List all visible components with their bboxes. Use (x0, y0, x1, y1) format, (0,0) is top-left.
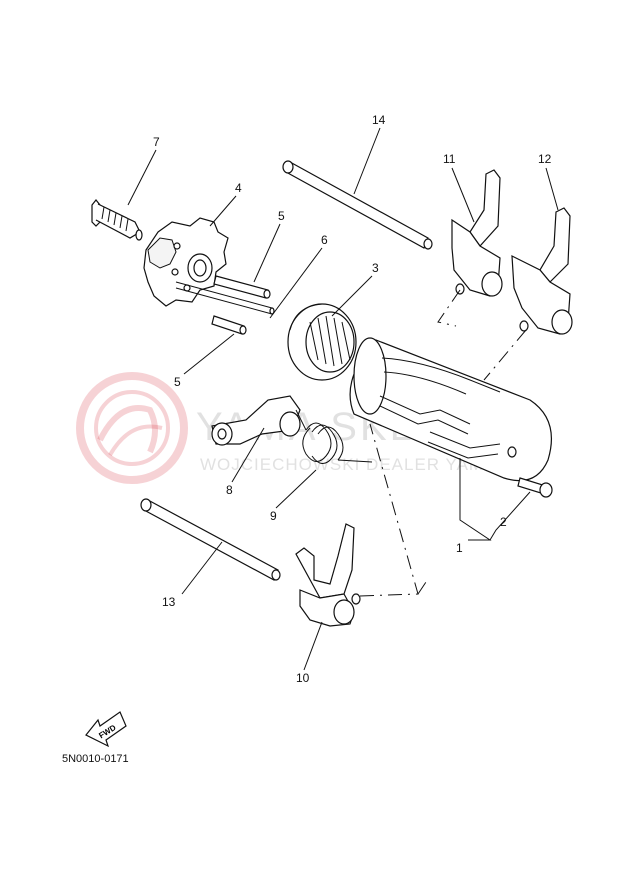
part-9-torsion-spring (295, 409, 373, 464)
drawing-code: 5N0010-0171 (62, 753, 129, 765)
part-8-stopper-lever (211, 395, 301, 446)
label-part-14: 14 (372, 113, 386, 127)
watermark-line-2: WOJCIECHOWSKI DEALER YAMAHA (200, 455, 522, 474)
part-5-pin-lower (211, 315, 247, 335)
part-numbers: 7 4 5 6 3 5 14 11 12 8 9 13 10 1 2 (153, 113, 552, 685)
label-part-6: 6 (321, 233, 328, 247)
leader-lines (127, 127, 559, 671)
part-10-shift-fork (295, 523, 361, 627)
label-part-3: 3 (372, 261, 379, 275)
label-part-12: 12 (538, 152, 552, 166)
part-4-segment-plate (143, 217, 229, 307)
label-part-8: 8 (226, 483, 233, 497)
label-part-5-lower: 5 (174, 375, 181, 389)
label-part-13: 13 (162, 595, 176, 609)
part-13-guide-bar (140, 498, 281, 581)
fwd-arrow-icon: FWD (85, 711, 127, 748)
part-14-guide-bar (282, 160, 433, 250)
assembly-center-lines (359, 289, 527, 597)
label-part-10: 10 (296, 671, 310, 685)
label-part-2: 2 (500, 515, 507, 529)
label-part-7: 7 (153, 135, 160, 149)
part-3-bearing (287, 303, 357, 381)
part-1-shift-drum (349, 337, 552, 482)
label-part-4: 4 (235, 181, 242, 195)
part-5-pin-upper (213, 275, 271, 299)
part-7-bolt (91, 199, 143, 241)
part-2-pin (517, 477, 553, 498)
part-6-pin (175, 281, 275, 315)
label-part-11: 11 (443, 152, 456, 166)
yamaha-logo-icon (76, 372, 188, 484)
label-part-9: 9 (270, 509, 277, 523)
part-12-shift-fork (511, 207, 573, 335)
label-part-5-upper: 5 (278, 209, 285, 223)
label-part-1: 1 (456, 541, 463, 555)
part-11-shift-fork (451, 169, 503, 297)
